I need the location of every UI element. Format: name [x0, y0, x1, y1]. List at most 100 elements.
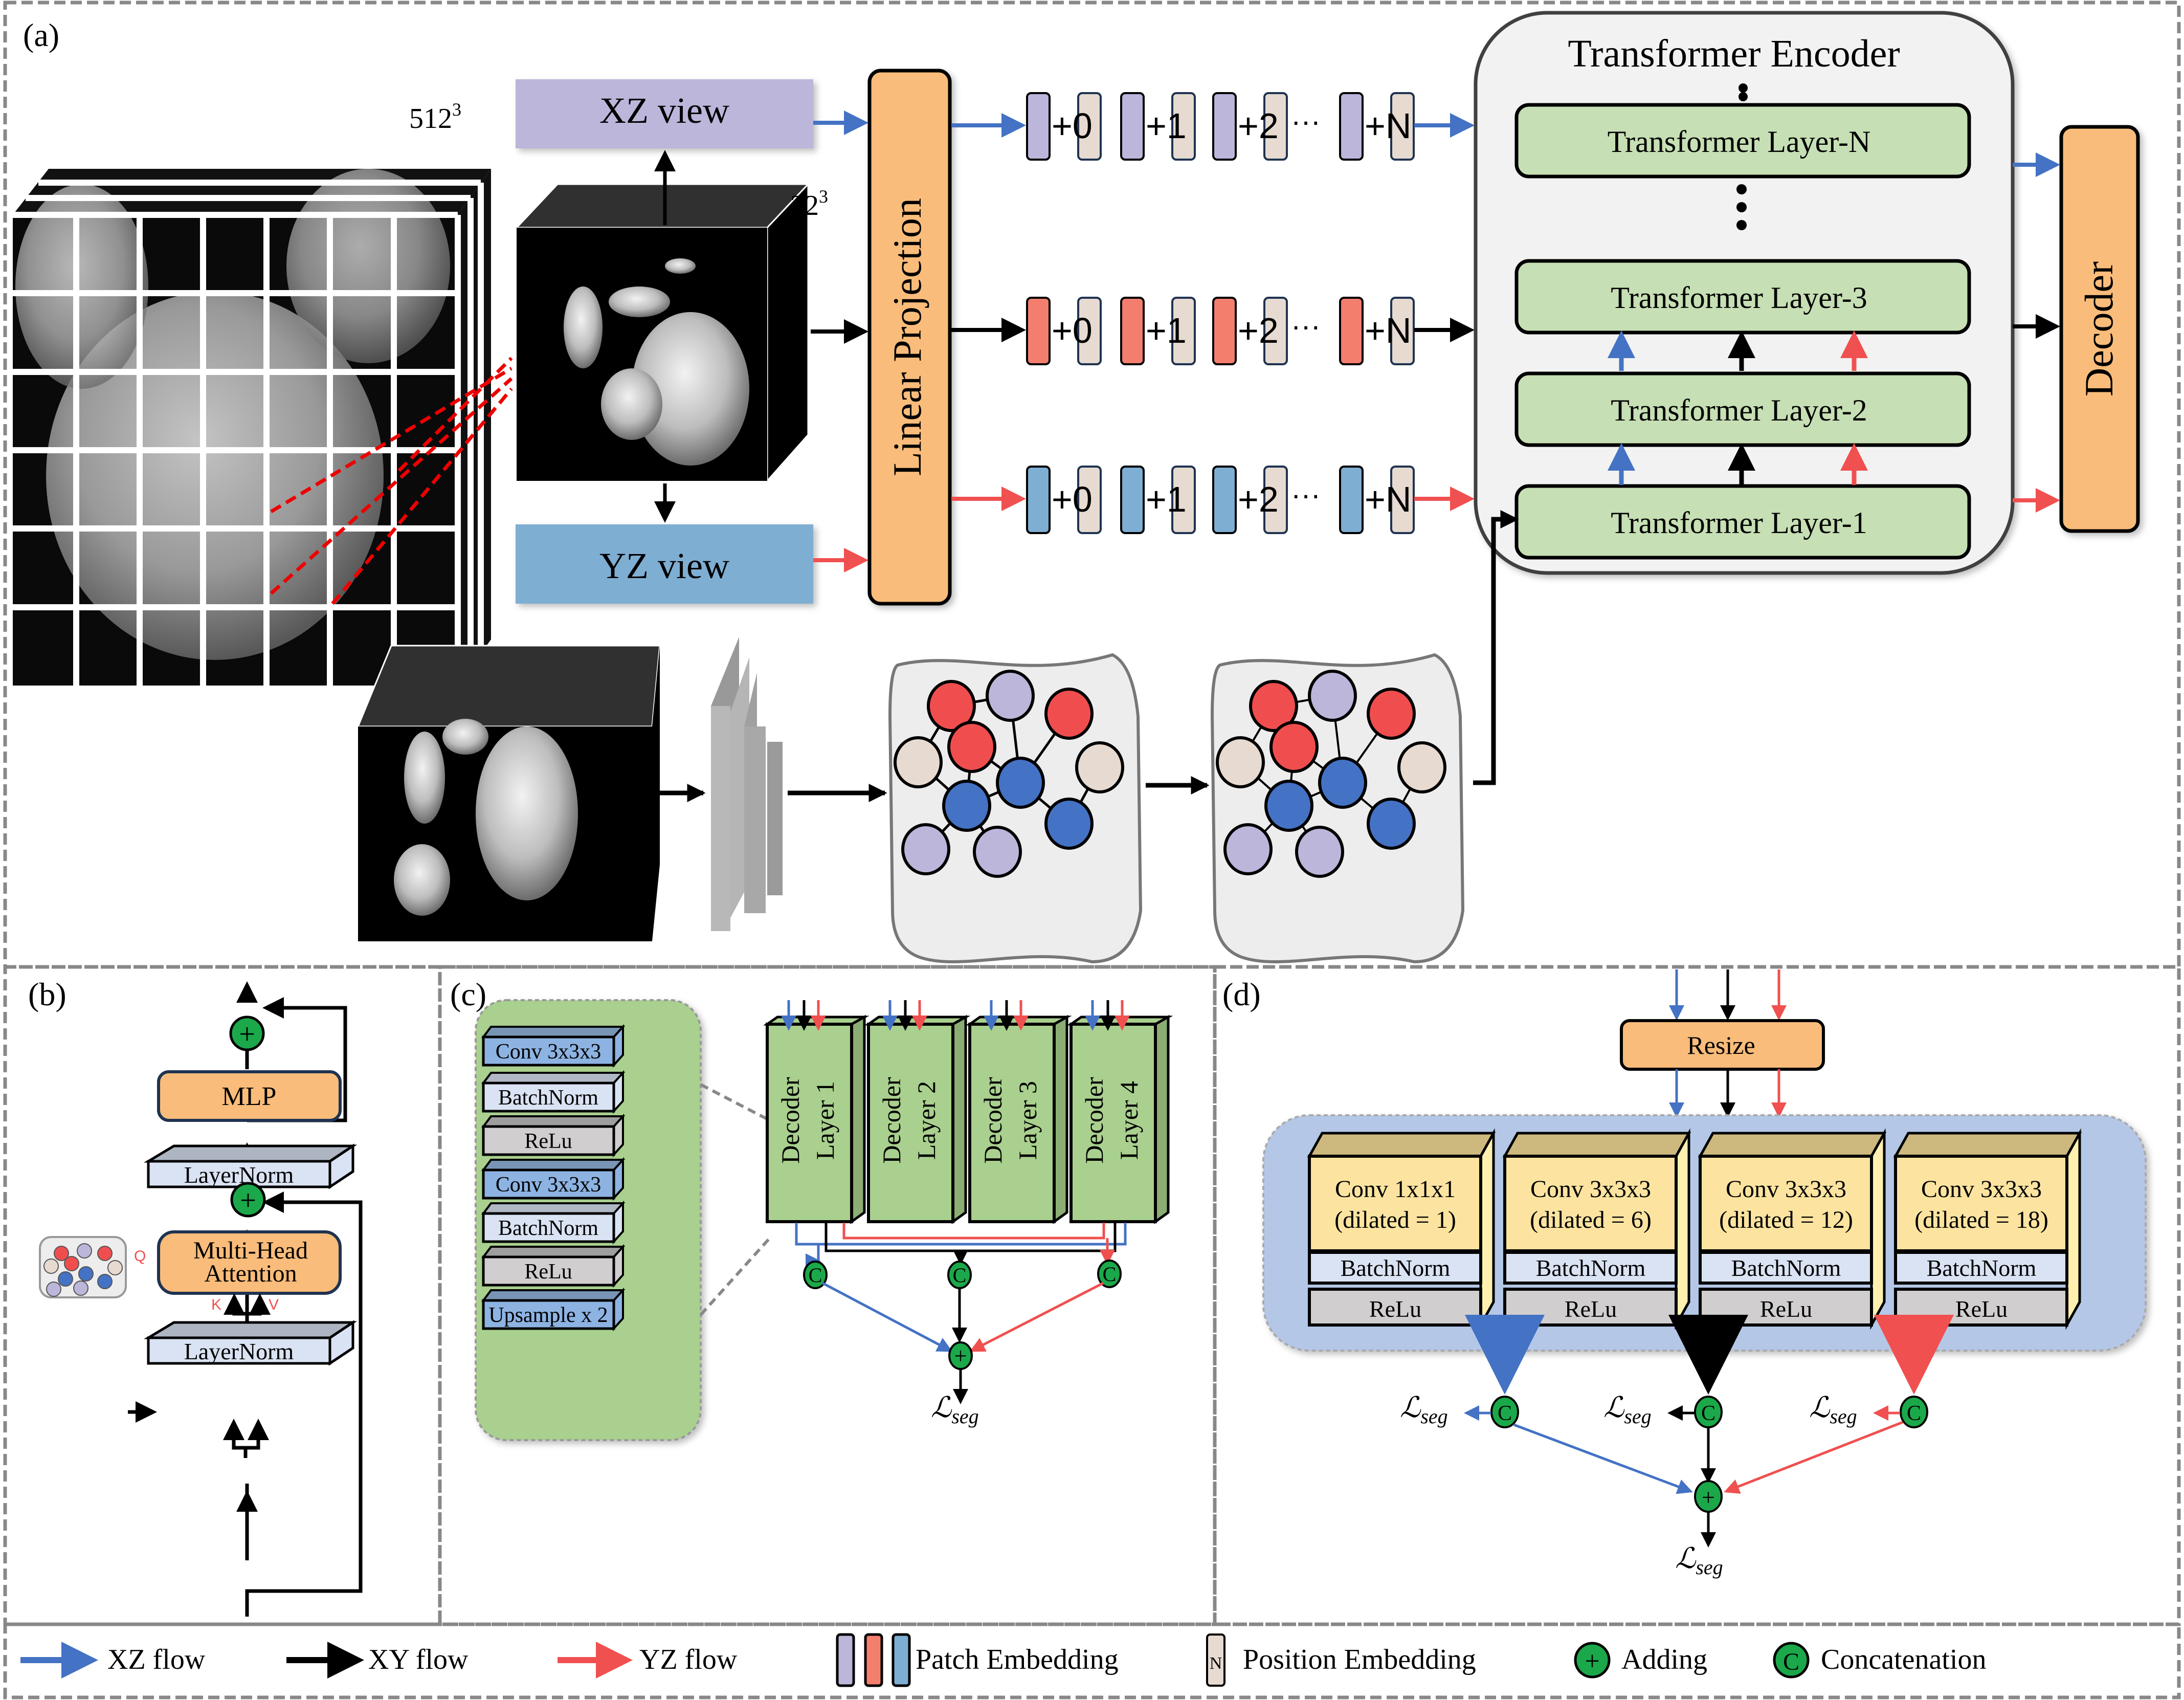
graph-node: [986, 670, 1035, 722]
aspp-act-label: ReLu: [1369, 1296, 1421, 1322]
mini-graph-node: [107, 1260, 123, 1275]
stack-block: Upsample x 2: [481, 1287, 626, 1332]
position-label: +N: [1365, 311, 1411, 350]
transformer-layer-label: Transformer Layer-N: [1608, 125, 1871, 159]
attention-label-line2: Attention: [204, 1260, 297, 1287]
legend-concat-icon: [1773, 1642, 1810, 1679]
legend-patch-xz: [836, 1633, 855, 1687]
layer-ellipsis-dot: [1736, 202, 1747, 212]
ellipsis-text: ···: [1291, 105, 1321, 138]
legend: XZ flow XY flow YZ flow Patch Embedding …: [20, 1633, 1986, 1687]
decoder-label: Decoder: [2077, 261, 2121, 396]
concat-symbol: C: [1103, 1263, 1117, 1286]
layer-ellipsis-dot: [1736, 184, 1747, 194]
graph-node: [901, 823, 950, 875]
mini-graph-node: [64, 1256, 79, 1271]
knn-graph: [888, 653, 1143, 964]
mini-graph-node: [58, 1271, 73, 1287]
panel-d-label: (d): [1222, 976, 1261, 1012]
key-label: K: [211, 1296, 221, 1313]
legend-position-symbol: N: [1210, 1654, 1222, 1673]
graph-to-encoder-arrow: [1473, 510, 1519, 785]
legend-position-label: Position Embedding: [1243, 1644, 1476, 1675]
legend-xz-label: XZ flow: [107, 1644, 206, 1675]
mlp-label: MLP: [222, 1082, 277, 1111]
stack-block-label: Conv 3x3x3: [496, 1173, 601, 1197]
aspp-dilation-label: (dilated = 12): [1719, 1206, 1853, 1233]
position-label: +N: [1365, 106, 1411, 146]
mini-graph-node: [54, 1246, 69, 1261]
panel-a-border: [3, 1, 2181, 969]
aspp-conv-label: Conv 1x1x1: [1335, 1176, 1456, 1203]
position-label: +0: [1052, 479, 1093, 519]
volume-small-size: 323: [790, 186, 828, 222]
patch-cube: [515, 182, 810, 483]
add-symbol: +: [239, 1019, 255, 1050]
position-label: +1: [1146, 106, 1187, 146]
concat-symbol: C: [1701, 1402, 1715, 1425]
add-icon-middle: [230, 1182, 266, 1218]
aspp-norm-label: BatchNorm: [1536, 1255, 1646, 1281]
layer-ellipsis-dot: [1736, 220, 1747, 230]
gnn-input-cube: [356, 645, 661, 941]
position-embedding: [1263, 297, 1288, 365]
resize-output-arrows: [1669, 1069, 1787, 1118]
graph-node: [942, 780, 991, 832]
decoder-layer-label: Layer 1: [811, 1081, 839, 1160]
graph-node: [1397, 741, 1446, 793]
token-row-yz: +0+1+2···+N: [951, 466, 1475, 534]
mlp-block: [157, 1070, 342, 1122]
graph-node: [1264, 780, 1313, 832]
concat-icon: [1900, 1396, 1928, 1428]
legend-patch-xy: [864, 1633, 883, 1687]
graph-node: [947, 721, 996, 773]
position-label: +0: [1052, 311, 1093, 350]
aspp-act-label: ReLu: [1760, 1296, 1812, 1322]
legend-concat-label: Concatenation: [1821, 1644, 1986, 1675]
aspp-dilation-label: (dilated = 18): [1914, 1206, 2048, 1233]
large-volume: [13, 169, 513, 686]
position-label: +N: [1365, 479, 1411, 519]
patch-embedding: [1339, 466, 1364, 534]
graph-node: [1216, 736, 1265, 788]
aspp-norm-label: BatchNorm: [1731, 1255, 1841, 1281]
cnn-feature-maps: [711, 637, 783, 931]
position-embedding: [1390, 297, 1415, 365]
decoder-layer-label: Layer 4: [1115, 1081, 1143, 1160]
graph-node: [973, 826, 1022, 878]
graph-node: [1269, 721, 1319, 773]
aspp-dilation-label: (dilated = 6): [1530, 1206, 1652, 1233]
position-embedding: [1263, 92, 1288, 161]
yz-view-label: YZ view: [599, 545, 729, 586]
patch-embedding: [1026, 466, 1051, 534]
graph-node: [1249, 680, 1298, 732]
concat-symbol: C: [1907, 1402, 1921, 1425]
graph-node: [1367, 688, 1416, 740]
resize-input-arrows: [1669, 969, 1787, 1021]
position-label: +0: [1052, 106, 1093, 146]
aspp-dilation-label: (dilated = 1): [1334, 1206, 1456, 1233]
decoder-block: [2059, 125, 2140, 533]
graph-node: [1318, 757, 1367, 809]
position-label: +2: [1238, 106, 1279, 146]
legend-border: [3, 1622, 2181, 1699]
add-icon-top: [229, 1015, 265, 1051]
loss-seg-label: ℒseg: [931, 1392, 979, 1428]
branch-loss-label: ℒseg: [1400, 1392, 1448, 1428]
mini-graph-node: [78, 1266, 94, 1282]
legend-add-symbol: +: [1585, 1647, 1599, 1676]
add-symbol: +: [240, 1185, 256, 1217]
graph-node: [1044, 688, 1094, 740]
aspp-conv-label: Conv 3x3x3: [1921, 1176, 2042, 1203]
attention-label-line1: Multi-Head: [193, 1237, 308, 1264]
query-label: Q: [134, 1248, 146, 1265]
layernorm-bottom: [143, 1320, 358, 1366]
transformer-layer-label: Transformer Layer-2: [1611, 393, 1867, 427]
panel-a-label: (a): [23, 17, 59, 53]
concat-icon: [1490, 1396, 1519, 1428]
graph-node: [894, 736, 943, 788]
